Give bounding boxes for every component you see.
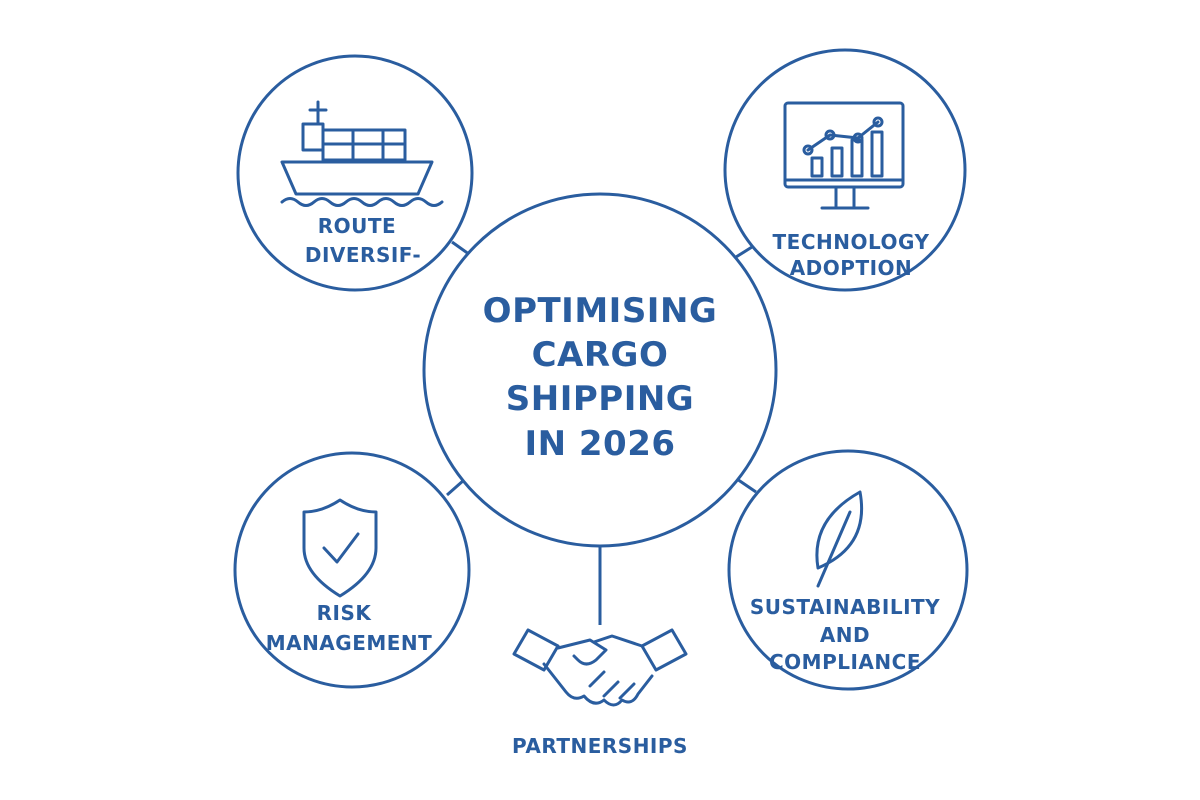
risk-label-line-2: MANAGEMENT bbox=[266, 631, 433, 655]
handshake-icon bbox=[512, 628, 688, 707]
route-label-line-1: ROUTE bbox=[318, 214, 396, 238]
route-label-line-2: DIVERSIF- bbox=[305, 243, 421, 267]
center-title-line-2: CARGO bbox=[532, 335, 669, 375]
leaf-icon bbox=[815, 490, 864, 588]
center-node: OPTIMISING CARGO SHIPPING IN 2026 bbox=[422, 192, 778, 548]
center-title-line-3: SHIPPING bbox=[506, 379, 694, 419]
monitor-chart-icon bbox=[783, 101, 905, 210]
shield-check-icon bbox=[302, 498, 378, 598]
center-title-line-4: IN 2026 bbox=[524, 424, 675, 464]
connector-risk bbox=[446, 478, 465, 497]
technology-label-line-2: ADOPTION bbox=[790, 256, 913, 280]
partnerships-label: PARTNERSHIPS bbox=[512, 734, 688, 758]
partnerships-node: PARTNERSHIPS bbox=[512, 628, 688, 758]
risk-label-line-1: RISK bbox=[317, 601, 373, 625]
sustainability-label-line-3: COMPLIANCE bbox=[769, 650, 921, 674]
technology-label-line-1: TECHNOLOGY bbox=[773, 230, 930, 254]
sustainability-node: SUSTAINABILITY AND COMPLIANCE bbox=[727, 449, 969, 691]
sustainability-label-line-2: AND bbox=[820, 623, 870, 647]
route-node: ROUTE DIVERSIF- bbox=[236, 54, 474, 292]
cargo-ship-icon bbox=[280, 100, 444, 207]
sustainability-label-line-1: SUSTAINABILITY bbox=[750, 595, 940, 619]
technology-node: TECHNOLOGY ADOPTION bbox=[723, 48, 967, 292]
risk-node: RISK MANAGEMENT bbox=[233, 451, 471, 689]
center-title-line-1: OPTIMISING bbox=[483, 291, 718, 331]
